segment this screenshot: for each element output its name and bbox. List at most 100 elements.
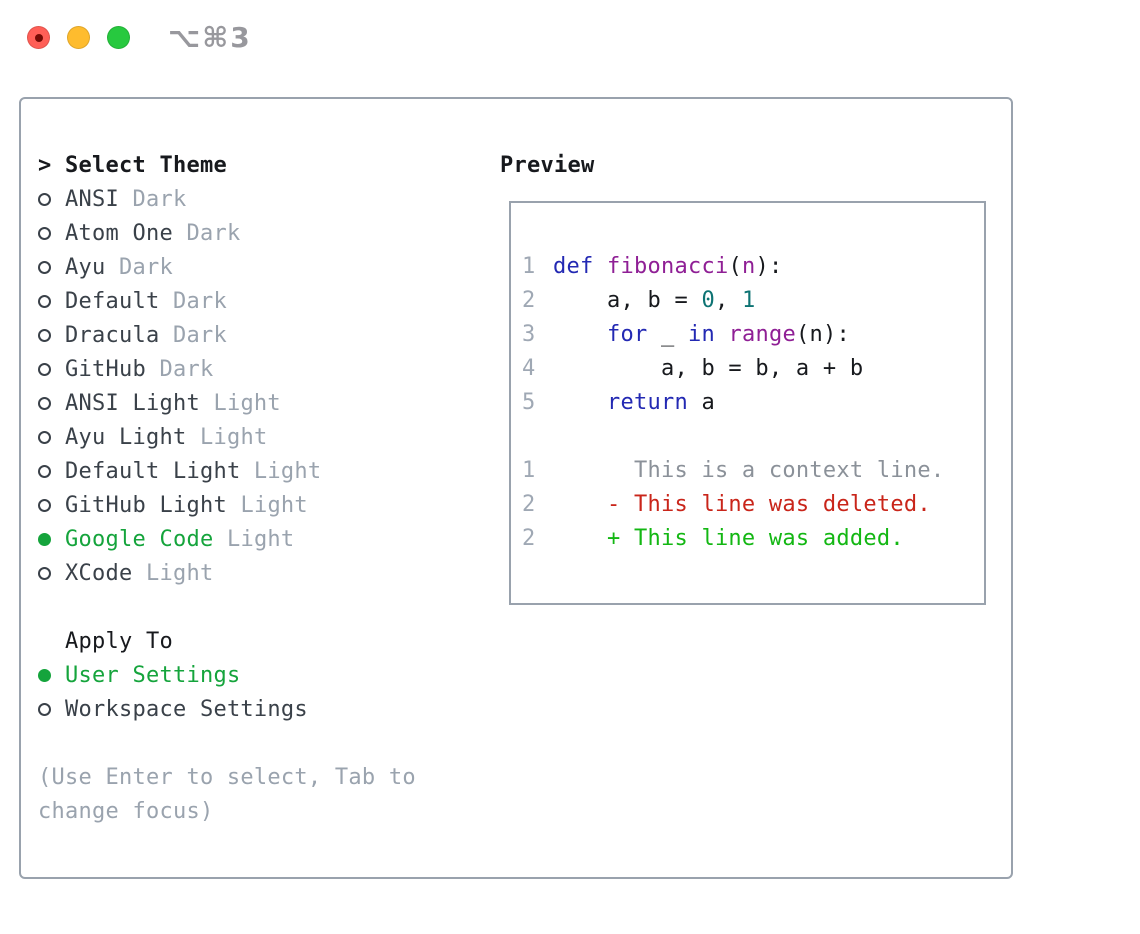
code-line: 5 return a [522, 385, 984, 419]
line-number: 2 [522, 287, 536, 313]
radio-unselected-icon [38, 362, 65, 376]
code-token-fn: n [741, 253, 756, 279]
code-token-add: + This line was added. [553, 525, 904, 551]
diff-line: 2 + This line was added. [522, 521, 984, 555]
theme-option-label: Default Light [65, 458, 241, 484]
code-token-pl [715, 322, 729, 347]
theme-option-default-light[interactable]: Default Light Light [38, 454, 416, 488]
diff-line: 2 - This line was deleted. [522, 487, 984, 521]
theme-variant-label: Light [240, 458, 322, 484]
code-token-pl: ( [728, 253, 742, 279]
line-number: 2 [522, 491, 536, 517]
line-number: 2 [522, 525, 536, 551]
line-number: 4 [522, 355, 536, 381]
theme-variant-label: Light [226, 492, 308, 518]
theme-option-github-light[interactable]: GitHub Light Light [38, 488, 416, 522]
theme-option-label: ANSI Light [65, 390, 200, 416]
spacer-row [38, 726, 416, 760]
theme-variant-label: Dark [159, 322, 227, 348]
theme-option-atom-one[interactable]: Atom One Dark [38, 216, 416, 250]
line-number: 3 [522, 321, 536, 347]
code-token-kw: return [606, 389, 688, 415]
theme-option-label: Dracula [65, 322, 160, 348]
code-token-lit: 1 [741, 287, 756, 313]
radio-unselected-icon [38, 328, 65, 342]
code-token-pl: (n): [795, 321, 850, 347]
theme-option-label: Google Code [65, 526, 214, 552]
traffic-lights [27, 26, 130, 49]
zoom-button[interactable] [107, 26, 130, 49]
theme-option-label: XCode [65, 560, 133, 586]
radio-unselected-icon [38, 566, 65, 580]
select-theme-header: > Select Theme [38, 148, 416, 182]
radio-unselected-icon [38, 464, 65, 478]
theme-variant-label: Dark [118, 186, 187, 212]
apply-option-label: User Settings [65, 662, 241, 688]
radio-unselected-icon [38, 294, 65, 308]
apply-option-user-settings[interactable]: User Settings [38, 658, 416, 692]
preview-pane: 1 def fibonacci (n): 2 a, b = 0, 1 3 for _ i… [509, 201, 986, 605]
code-token-pl: , [714, 287, 742, 313]
theme-option-ayu[interactable]: Ayu Dark [38, 250, 416, 284]
line-number: 1 [522, 253, 536, 279]
close-button[interactable] [27, 26, 50, 49]
theme-variant-label: Dark [145, 356, 214, 382]
preview-header: Preview [500, 152, 595, 178]
theme-option-dracula[interactable]: Dracula Dark [38, 318, 416, 352]
theme-option-label: Ayu Light [65, 424, 187, 450]
code-token-del: - This line was deleted. [553, 491, 931, 517]
theme-variant-label: Dark [172, 220, 241, 246]
theme-option-label: Default [65, 288, 160, 314]
theme-option-google-code[interactable]: Google Code Light [38, 522, 416, 556]
code-token-fn: fibonacci [607, 253, 729, 279]
theme-option-label: GitHub Light [65, 492, 227, 518]
apply-option-workspace-settings[interactable]: Workspace Settings [38, 692, 416, 726]
code-token-pl [594, 254, 608, 279]
window-titlebar: ⌥⌘3 [0, 0, 1140, 74]
radio-unselected-icon [38, 430, 65, 444]
theme-option-default[interactable]: Default Dark [38, 284, 416, 318]
radio-selected-icon [38, 532, 65, 546]
code-token-pl: a [687, 389, 715, 415]
theme-option-label: GitHub [65, 356, 146, 382]
diff-line: 1 This is a context line. [522, 453, 984, 487]
code-line: 3 for _ in range(n): [522, 317, 984, 351]
code-token-pl [553, 390, 607, 415]
theme-variant-label: Light [213, 526, 295, 552]
code-token-pl [553, 322, 607, 347]
code-token-pl: a, b = [553, 287, 702, 313]
cursor-prefix-icon: > [38, 152, 52, 178]
theme-option-github[interactable]: GitHub Dark [38, 352, 416, 386]
code-token-pl: _ [647, 321, 688, 347]
radio-unselected-icon [38, 192, 65, 206]
theme-option-label: ANSI [65, 186, 119, 212]
window-title: ⌥⌘3 [168, 21, 252, 54]
theme-variant-label: Dark [105, 254, 173, 280]
hint-line-2: change focus) [38, 798, 214, 824]
code-line: 4 a, b = b, a + b [522, 351, 984, 385]
theme-option-ayu-light[interactable]: Ayu Light Light [38, 420, 416, 454]
code-token-fn: range [728, 321, 796, 347]
radio-unselected-icon [38, 498, 65, 512]
theme-variant-label: Light [186, 424, 268, 450]
code-token-lit: 0 [701, 287, 715, 313]
apply-option-label: Workspace Settings [65, 696, 308, 722]
radio-unselected-icon [38, 396, 65, 410]
code-token-ctx: This is a context line. [553, 457, 945, 483]
apply-to-header: Apply To [38, 624, 416, 658]
theme-option-xcode[interactable]: XCode Light [38, 556, 416, 590]
theme-option-ansi-light[interactable]: ANSI Light Light [38, 386, 416, 420]
code-token-pl: a, b = b, a + b [553, 355, 864, 381]
hint-line-1: (Use Enter to select, Tab to [38, 764, 416, 790]
theme-option-ansi[interactable]: ANSI Dark [38, 182, 416, 216]
minimize-button[interactable] [67, 26, 90, 49]
theme-variant-label: Light [132, 560, 214, 586]
apply-to-label: Apply To [65, 628, 173, 654]
radio-unselected-icon [38, 226, 65, 240]
select-theme-label: Select Theme [65, 152, 227, 178]
code-token-kw: def [553, 253, 594, 279]
